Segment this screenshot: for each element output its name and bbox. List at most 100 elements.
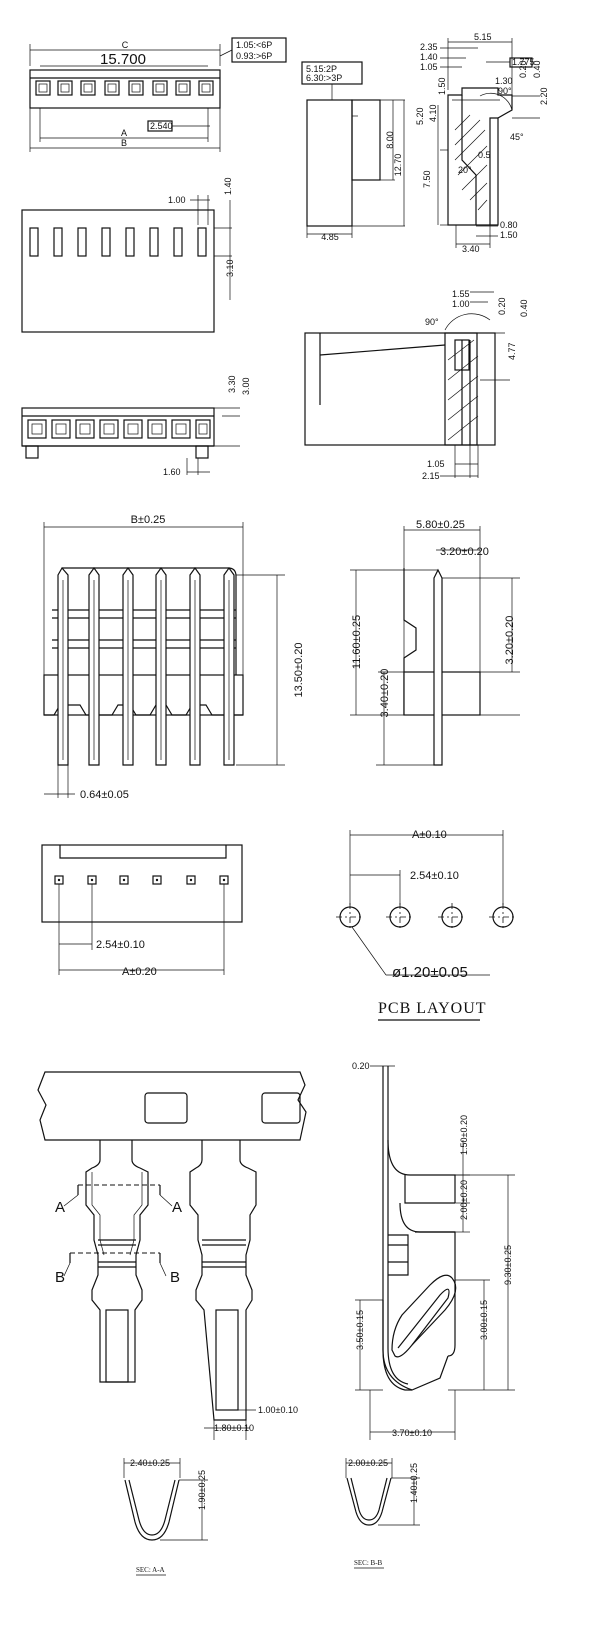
housing-front-view: C 15.700 1.05:<6P 0.93:>6P 2.540 A — [29, 37, 287, 152]
dim-a020-text: A±0.20 — [122, 966, 157, 978]
dim-020-s2-text: 0.20 — [497, 297, 507, 315]
header-pins — [57, 566, 235, 766]
dim-515-text: 5.15 — [474, 32, 492, 42]
dim-a-text: A — [121, 128, 127, 138]
pitch-box-text: 2.540 — [150, 121, 173, 131]
section-b-left: B — [55, 1269, 65, 1286]
dim-105-s2-text: 1.05 — [427, 459, 445, 469]
section-b-right: B — [170, 1269, 180, 1286]
housing-body — [29, 69, 221, 109]
housing-bottom-view: 3.30 3.00 1.60 — [21, 375, 251, 477]
dim-c-text: C — [122, 40, 129, 50]
dim-90-s2-text: 90° — [425, 317, 439, 327]
terminal-front-view: A A B B 1.80±0.10 1.00±0.10 — [37, 1071, 307, 1440]
dim-140b-text: 1.40 — [223, 177, 233, 195]
dim-340-side-text: 3.40±0.20 — [379, 669, 391, 718]
section-a-right: A — [172, 1199, 182, 1216]
note-line-1: 1.05:<6P — [236, 40, 272, 50]
section-a-left: A — [55, 1199, 65, 1216]
section-aa-label: SEC: A-A — [136, 1566, 165, 1574]
dim-020-text: 0.20 — [518, 60, 528, 78]
dim-930-text: 9.30±0.25 — [503, 1245, 513, 1285]
pcb-holes — [336, 903, 517, 931]
dim-05-text: 0.5 — [478, 150, 491, 160]
section-aa: 2.40±0.25 1.90±0.25 SEC: A-A — [123, 1458, 208, 1576]
dim-080-text: 0.80 — [500, 220, 518, 230]
side-pin — [433, 568, 443, 766]
dim-040-s2-text: 0.40 — [519, 299, 529, 317]
header-side-view: 5.80±0.25 3.20±0.20 11.60±0.25 3.20±0.20… — [350, 519, 520, 766]
dim-320b-text: 3.20±0.20 — [504, 616, 516, 665]
dim-020-term-text: 0.20 — [352, 1061, 370, 1071]
dim-150-text: 1.50 — [437, 77, 447, 95]
side-note-2: 6.30:>3P — [306, 73, 342, 83]
section-bb-label: SEC: B-B — [354, 1559, 383, 1567]
dim-150b-text: 1.50 — [500, 230, 518, 240]
dim-100-s2-text: 1.00 — [452, 299, 470, 309]
housing-section-view-2: 1.55 1.00 0.20 0.40 90° 4.77 1.05 2.15 — [304, 289, 529, 481]
carrier-strip — [37, 1071, 307, 1141]
dim-140-text: 1.40 — [420, 52, 438, 62]
dim-220-text: 2.20 — [539, 87, 549, 105]
side-body-left — [306, 99, 353, 227]
housing-top-view: 1.00 1.40 3.10 — [21, 177, 235, 333]
dim-750-text: 7.50 — [422, 170, 432, 188]
dim-190-text: 1.90±0.25 — [197, 1470, 207, 1510]
dim-90-text: 90° — [498, 86, 512, 96]
dim-485-text: 4.85 — [321, 232, 339, 242]
side-note-1: 5.15:2P — [306, 64, 337, 74]
section2-body — [304, 332, 496, 446]
dim-130-text: 1.30 — [495, 76, 513, 86]
dim-235-text: 2.35 — [420, 42, 438, 52]
dim-150-term-text: 1.50±0.20 — [459, 1115, 469, 1155]
dim-240-text: 2.40±0.25 — [130, 1458, 170, 1468]
dim-a010-text: A±0.10 — [412, 829, 447, 841]
dim-520-text: 5.20 — [415, 107, 425, 125]
top-header-pins — [54, 875, 229, 885]
header-front-view: B±0.25 13.50±0.20 0.64±0.05 — [43, 514, 305, 801]
terminal-side-view: 0.20 1.50±0.20 2.00±0.20 9.30±0.25 3.00±… — [352, 1061, 515, 1440]
top-view-slots — [29, 227, 207, 257]
dim-1270-text: 12.70 — [393, 154, 403, 177]
housing-section-view: 5.15 2.35 1.40 1.05 1.775 1.30 90° 0.20 … — [415, 32, 549, 254]
dim-155-text: 1.55 — [452, 289, 470, 299]
header-top-view: 2.54±0.10 A±0.20 — [41, 844, 243, 978]
bottom-view-cavities — [27, 419, 211, 439]
dim-45-text: 45° — [510, 132, 524, 142]
dim-b-text: B — [121, 138, 127, 148]
dim-477-text: 4.77 — [507, 342, 517, 360]
box-1775-text: 1.775 — [512, 57, 535, 67]
dim-20-text: 20° — [458, 165, 472, 175]
pcb-layout-title: PCB LAYOUT — [378, 1000, 487, 1017]
note-line-2: 0.93:>6P — [236, 51, 272, 61]
dim-254-header-text: 2.54±0.10 — [96, 939, 145, 951]
section-bb: 2.00±0.25 1.40±0.25 SEC: B-B — [345, 1458, 420, 1569]
dim-410-text: 4.10 — [428, 104, 438, 122]
housing-side-view: 5.15:2P 6.30:>3P 8.00 12.70 4.85 — [301, 61, 405, 242]
dim-370-text: 3.70±0.10 — [392, 1428, 432, 1438]
dim-330-text: 3.30 — [227, 375, 237, 393]
dim-064-text: 0.64±0.05 — [80, 789, 129, 801]
dim-040-text: 0.40 — [532, 60, 542, 78]
dim-hole-text: ø1.20±0.05 — [392, 964, 468, 981]
dim-200-term-text: 2.00±0.20 — [459, 1180, 469, 1220]
dim-180-text: 1.80±0.10 — [214, 1423, 254, 1433]
dim-100-text: 1.00 — [168, 195, 186, 205]
dim-310-text: 3.10 — [225, 259, 235, 277]
dim-1160-text: 11.60±0.25 — [351, 615, 363, 669]
dim-105-text: 1.05 — [420, 62, 438, 72]
dim-8-text: 8.00 — [385, 131, 395, 149]
dim-300-term-text: 3.00±0.15 — [479, 1300, 489, 1340]
dim-340-text: 3.40 — [462, 244, 480, 254]
top-header-body — [41, 844, 243, 923]
side-body-right — [351, 99, 381, 181]
dim-b025-text: B±0.25 — [131, 514, 166, 526]
dim-100-term-text: 1.00±0.10 — [258, 1405, 298, 1415]
dim-1350-text: 13.50±0.20 — [293, 643, 305, 698]
pcb-layout: A±0.10 2.54±0.10 ø1.20±0.05 PCB LAYOUT — [336, 829, 517, 1021]
dim-320a-text: 3.20±0.20 — [440, 546, 489, 558]
dim-15700-text: 15.700 — [100, 51, 146, 68]
dim-300-text: 3.00 — [241, 377, 251, 395]
dim-140-bb-text: 1.40±0.25 — [409, 1463, 419, 1503]
